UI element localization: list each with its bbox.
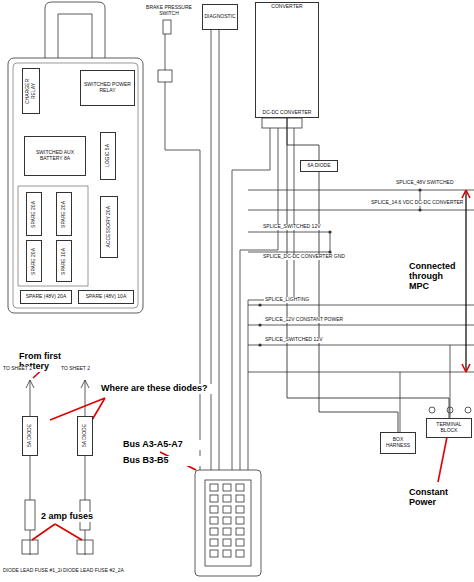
component-label: TERMINAL BLOCK	[428, 422, 470, 434]
pin-cavity	[236, 495, 244, 502]
component-label: SPARE 20A	[31, 201, 37, 228]
wire-label: TO SHEET 2	[60, 366, 91, 372]
pin-cavity	[223, 517, 231, 524]
component-box: 6A DIODE	[300, 160, 338, 172]
wire-label: SPLICE_14.6 VDC DC-DC CONVERTER	[370, 200, 464, 206]
pin-cavity	[210, 495, 218, 502]
component-box: SPARE (48V) 10A	[78, 290, 134, 304]
component-box: CHARGER RELAY	[22, 68, 40, 114]
pin-cavity	[236, 539, 244, 546]
harness-wires	[165, 30, 474, 470]
converter-connector	[262, 118, 302, 128]
pin-cavity	[236, 506, 244, 513]
panel-handle	[45, 2, 105, 58]
component-box: ACCESSORY 20A	[100, 196, 118, 258]
mpc-bracket	[465, 190, 466, 372]
component-label: CHARGER RELAY	[25, 70, 37, 112]
wire-label: SPLICE_LIGHTING	[264, 297, 310, 303]
fuse-panel	[8, 58, 143, 313]
callout-arrows	[32, 190, 470, 540]
component-label: CONVERTER	[271, 4, 302, 10]
pin-cavity	[210, 506, 218, 513]
pin-cavity	[210, 517, 218, 524]
pin-cavity	[236, 517, 244, 524]
component-box: BOX HARNESS	[380, 432, 416, 454]
component-box: BRAKE PRESSURE SWITCH	[140, 3, 198, 18]
splice-dots	[258, 188, 421, 346]
annotation-note: Bus B3-B5	[122, 456, 204, 466]
component-box: CONVERTER DC-DC CONVERTER	[255, 2, 319, 118]
wire-label: SPLICE_12V CONSTANT POWER	[264, 317, 344, 323]
component-box: SPARE 20A	[26, 192, 42, 236]
component-label: SWITCHED AUX BATTERY 8A	[26, 150, 84, 162]
bus-connector-face	[205, 480, 251, 566]
wire-label: SPLICE_48V SWITCHED	[395, 180, 455, 186]
component-label: 5A DIODE	[82, 424, 88, 447]
component-label: LOGIC 5A	[105, 144, 111, 167]
component-label: SPARE (48V) 20A	[26, 294, 66, 300]
component-box: LOGIC 5A	[100, 132, 116, 180]
component-label: SWITCHED POWER RELAY	[82, 82, 133, 94]
component-box: SWITCHED POWER RELAY	[80, 70, 135, 106]
annotation-note: Constant Power	[408, 488, 474, 508]
wire-label: DIODE LEAD FUSE #2_2A	[62, 568, 125, 574]
component-label: SPARE 10A	[61, 248, 67, 275]
component-label: BOX HARNESS	[382, 437, 414, 449]
component-label: SPARE (48V) 10A	[86, 294, 126, 300]
component-box: SPARE (48V) 20A	[20, 290, 72, 304]
component-box: SPARE 20A	[56, 192, 72, 236]
wire-label: SPLICE_SWITCHED 12V	[264, 337, 324, 343]
terminal-lugs	[429, 407, 471, 413]
component-box: SPARE 20A	[26, 240, 42, 282]
annotation-note: Bus A3-A5-A7	[122, 440, 204, 450]
component-box: SPARE 10A	[56, 240, 72, 282]
component-label: SPARE 20A	[61, 201, 67, 228]
wire-connector	[319, 172, 398, 432]
fuse-bay	[18, 186, 88, 286]
annotation-note: Connected through MPC	[408, 262, 464, 292]
pin-cavity	[236, 550, 244, 557]
pin-cavity	[223, 506, 231, 513]
component-label: DIAGNOSTIC	[204, 14, 235, 20]
wire-label: DIODE LEAD FUSE #1_2A	[2, 568, 65, 574]
pin-cavity	[210, 550, 218, 557]
component-box: DIAGNOSTIC	[202, 4, 238, 30]
pin-cavity	[210, 528, 218, 535]
fuse-panel-inner	[13, 63, 138, 308]
pin-cavity	[223, 550, 231, 557]
component-box: SWITCHED AUX BATTERY 8A	[24, 136, 86, 176]
component-label: 6A DIODE	[307, 163, 330, 169]
pin-cavity	[210, 484, 218, 491]
component-box: TERMINAL BLOCK	[426, 418, 472, 438]
pin-cavity	[210, 539, 218, 546]
wire-label: TO SHEET 2	[2, 366, 33, 372]
component-box: 5A DIODE	[22, 416, 38, 456]
pin-cavity	[236, 528, 244, 535]
annotation-note: Where are these diodes?	[100, 384, 212, 394]
wire-label: SPLICE_SWITCHED 12V	[262, 224, 322, 230]
pin-cavity	[223, 528, 231, 535]
connector-pins	[210, 484, 244, 557]
switch-connector	[158, 70, 172, 82]
pin-cavity	[223, 495, 231, 502]
pin-cavity	[236, 484, 244, 491]
wire-connector	[287, 118, 319, 160]
component-label: DC-DC CONVERTER	[263, 110, 312, 116]
bus-connector	[195, 470, 261, 576]
pin-cavity	[223, 539, 231, 546]
component-label: ACCESSORY 20A	[106, 206, 112, 248]
component-label: SPARE 20A	[31, 248, 37, 275]
component-label: BRAKE PRESSURE SWITCH	[141, 5, 197, 17]
wire-label: SPLICE_DC-DC CONVERTER GND	[262, 254, 346, 260]
component-label: 5A DIODE	[27, 424, 33, 447]
annotation-note: 2 amp fuses	[40, 512, 132, 522]
pin-cavity	[223, 484, 231, 491]
switch-body	[163, 20, 171, 34]
component-box: 5A DIODE	[77, 416, 93, 456]
